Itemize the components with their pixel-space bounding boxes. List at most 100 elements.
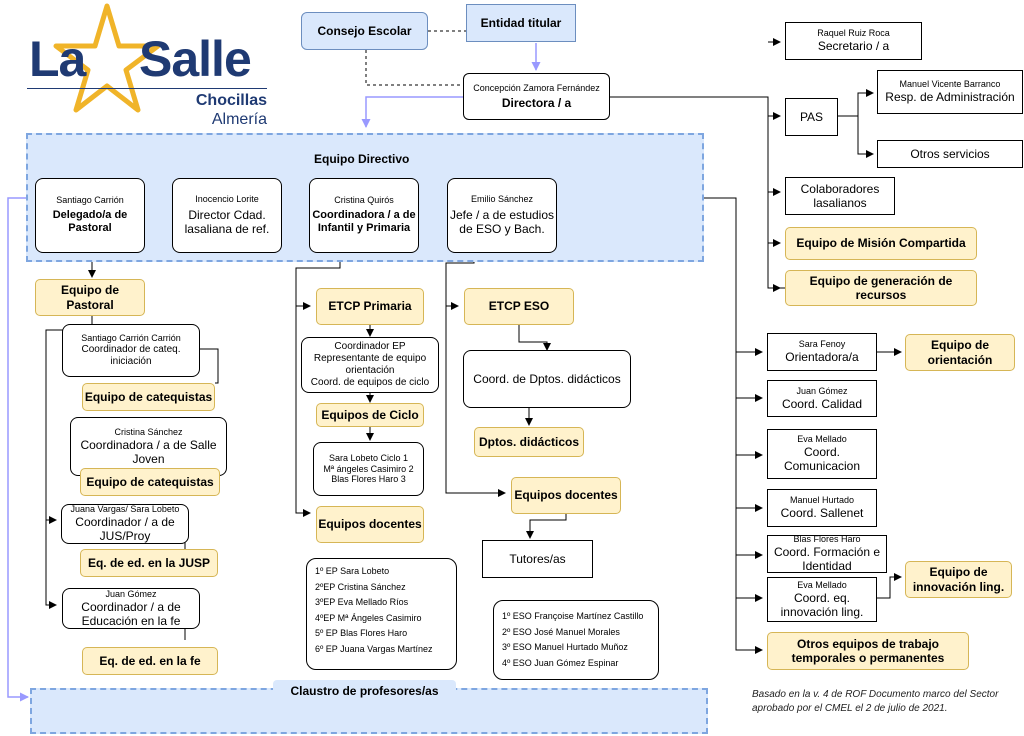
member-name: Cristina Quirós <box>334 195 394 206</box>
member-role: Director Cdad. lasaliana de ref. <box>184 208 270 237</box>
catequistas-box-2[interactable]: Equipo de catequistas <box>80 468 220 496</box>
cateq-iniciacion-box[interactable]: Santiago Carrión Carrión Coordinador de … <box>62 324 200 377</box>
colaboradores-box[interactable]: Colaboradores lasalianos <box>785 177 895 215</box>
coord-ep-box[interactable]: Coordinador EP Representante de equipo o… <box>301 337 439 393</box>
b1-name: Santiago Carrión Carrión <box>81 333 181 344</box>
la-salle-logo: La Salle Chocillas Almería <box>27 4 277 132</box>
list-item: 3ºEP Eva Mellado Ríos <box>315 597 409 607</box>
eq-orientacion-label: Equipo de orientación <box>927 338 993 367</box>
list-item: 1º ESO Françoise Martínez Castillo <box>502 611 644 621</box>
calidad-name: Juan Gómez <box>796 385 848 396</box>
directora-box[interactable]: Concepción Zamora Fernández Directora / … <box>463 73 610 120</box>
coord-dptos-label: Coord. de Dptos. didácticos <box>473 371 621 386</box>
docentes-eso-label: Equipos docentes <box>514 488 618 503</box>
orientadora-name: Sara Fenoy <box>798 339 846 350</box>
innovacion-box[interactable]: Eva Mellado Coord. eq. innovación ling. <box>767 577 877 622</box>
cateq2-label: Equipo de catequistas <box>86 474 214 489</box>
entidad-titular-box[interactable]: Entidad titular <box>466 4 576 42</box>
equipos-docentes-eso-box[interactable]: Equipos docentes <box>511 477 621 514</box>
calidad-box[interactable]: Juan Gómez Coord. Calidad <box>767 380 877 417</box>
secretario-role: Secretario / a <box>817 39 890 54</box>
note-line: Basado en la v. 4 de ROF Documento marco… <box>752 689 999 700</box>
calidad-role: Coord. Calidad <box>781 396 863 411</box>
salle-joven-box[interactable]: Cristina Sánchez Coordinadora / a de Sal… <box>70 417 227 476</box>
equipos-ciclo-box[interactable]: Equipos de Ciclo <box>316 403 424 427</box>
equipo-pastoral-box[interactable]: Equipo de Pastoral <box>35 279 145 316</box>
tutores-eso-box[interactable]: Tutores/as <box>482 540 593 578</box>
director-box-infantil-primaria[interactable]: Cristina Quirós Coordinadora / a de Infa… <box>309 178 419 253</box>
b4-role: Coordinador / a de Educación en la fe <box>81 599 181 628</box>
director-box-comunidad[interactable]: Inocencio Lorite Director Cdad. lasalian… <box>172 178 282 253</box>
etcp-primaria-box[interactable]: ETCP Primaria <box>316 288 424 325</box>
orientadora-role: Orientadora/a <box>785 350 859 365</box>
member-name: Inocencio Lorite <box>195 194 259 205</box>
comunicacion-box[interactable]: Eva Mellado Coord. Comunicacion <box>767 429 877 479</box>
list-item: 2ºEP Cristina Sánchez <box>315 581 406 592</box>
otros-equipos-label: Otros equipos de trabajo temporales o pe… <box>791 636 945 665</box>
ciclo-label: Equipos de Ciclo <box>321 407 419 422</box>
docentes-primaria-label: Equipos docentes <box>318 517 422 532</box>
eq-innov-label: Equipo de innovación ling. <box>912 565 1005 594</box>
list-item: 1º EP Sara Lobeto <box>315 566 390 576</box>
b2-name: Cristina Sánchez <box>114 426 183 437</box>
jusp-box[interactable]: Eq. de ed. en la JUSP <box>80 549 218 577</box>
claustro-title: Claustro de profesores/as <box>273 680 456 702</box>
comunic-role: Coord. Comunicacion <box>783 445 861 474</box>
logo-word-la: La <box>29 31 86 87</box>
ciclo-members-box[interactable]: Sara Lobeto Ciclo 1 Mª ángeles Casimiro … <box>313 442 424 496</box>
innov-role: Coord. eq. innovación ling. <box>780 590 864 619</box>
colaboradores-label: Colaboradores lasalianos <box>800 181 880 210</box>
etcp-eso-box[interactable]: ETCP ESO <box>464 288 574 325</box>
note-line: aprobado por el CMEL el 2 de julio de 20… <box>752 703 948 714</box>
consejo-escolar-box[interactable]: Consejo Escolar <box>301 12 428 50</box>
secretario-name: Raquel Ruiz Roca <box>817 28 890 39</box>
dptos-didacticos-box[interactable]: Dptos. didácticos <box>474 427 584 457</box>
formacion-box[interactable]: Blas Flores Haro Coord. Formación e Iden… <box>767 535 887 573</box>
cateq1-label: Equipo de catequistas <box>84 389 213 404</box>
equipo-directivo-title: Equipo Directivo <box>314 152 410 166</box>
sallenet-role: Coord. Sallenet <box>780 506 864 521</box>
logo-city: Almería <box>211 111 267 128</box>
pas-box[interactable]: PAS <box>785 98 838 136</box>
list-item: 4ºEP Mª Ángeles Casimiro <box>315 612 422 623</box>
orientadora-box[interactable]: Sara Fenoy Orientadora/a <box>767 333 877 371</box>
equipo-innovacion-box[interactable]: Equipo de innovación ling. <box>905 561 1012 598</box>
otros-equipos-box[interactable]: Otros equipos de trabajo temporales o pe… <box>767 632 969 670</box>
equipos-docentes-primaria-box[interactable]: Equipos docentes <box>316 506 424 543</box>
equipo-orientacion-box[interactable]: Equipo de orientación <box>905 334 1015 371</box>
list-item: 6º EP Juana Vargas Martínez <box>315 643 433 654</box>
member-role: Coordinadora / a de Infantil y Primaria <box>312 209 416 235</box>
member-name: Santiago Carrión <box>56 195 124 206</box>
mision-compartida-box[interactable]: Equipo de Misión Compartida <box>785 227 977 260</box>
otros-servicios-box[interactable]: Otros servicios <box>877 140 1023 168</box>
jusp-label: Eq. de ed. en la JUSP <box>87 555 211 570</box>
admin-name: Manuel Vicente Barranco <box>899 79 1001 90</box>
educacion-fe-box[interactable]: Eq. de ed. en la fe <box>82 647 218 675</box>
comunic-name: Eva Mellado <box>797 434 847 445</box>
list-item: 5º EP Blas Flores Haro <box>315 628 408 638</box>
generacion-recursos-box[interactable]: Equipo de generación de recursos <box>785 270 977 306</box>
entidad-titular-label: Entidad titular <box>480 15 562 30</box>
director-box-pastoral[interactable]: Santiago Carrión Delegado/a de Pastoral <box>35 178 145 253</box>
member-role: Delegado/a de Pastoral <box>52 209 128 235</box>
coord-ep-line: Coord. de equipos de ciclo <box>310 377 430 388</box>
member-name: Emilio Sánchez <box>470 194 534 205</box>
source-note: Basado en la v. 4 de ROF Documento marco… <box>752 688 998 716</box>
etcp-eso-label: ETCP ESO <box>488 299 550 314</box>
recursos-label: Equipo de generación de recursos <box>809 273 953 302</box>
list-item: 4º ESO Juan Gómez Espinar <box>502 657 619 668</box>
ciclo-line: Sara Lobeto Ciclo 1 <box>328 452 409 463</box>
catequistas-box-1[interactable]: Equipo de catequistas <box>82 383 215 411</box>
director-box-jefe-estudios[interactable]: Emilio Sánchez Jefe / a de estudios de E… <box>447 178 557 253</box>
list-item: 2º ESO José Manuel Morales <box>502 626 620 637</box>
secretario-box[interactable]: Raquel Ruiz Roca Secretario / a <box>785 22 922 60</box>
admin-role: Resp. de Administración <box>885 90 1015 105</box>
coord-ep-line: Coordinador EP <box>334 341 406 352</box>
member-role: Jefe / a de estudios de ESO y Bach. <box>449 208 555 237</box>
coord-dptos-box[interactable]: Coord. de Dptos. didácticos <box>463 350 631 408</box>
sallenet-box[interactable]: Manuel Hurtado Coord. Sallenet <box>767 489 877 527</box>
jusp-coord-box[interactable]: Juana Vargas/ Sara Lobeto Coordinador / … <box>61 504 189 544</box>
administracion-box[interactable]: Manuel Vicente Barranco Resp. de Adminis… <box>877 70 1023 114</box>
educacion-fe-coord-box[interactable]: Juan Gómez Coordinador / a de Educación … <box>62 588 200 629</box>
